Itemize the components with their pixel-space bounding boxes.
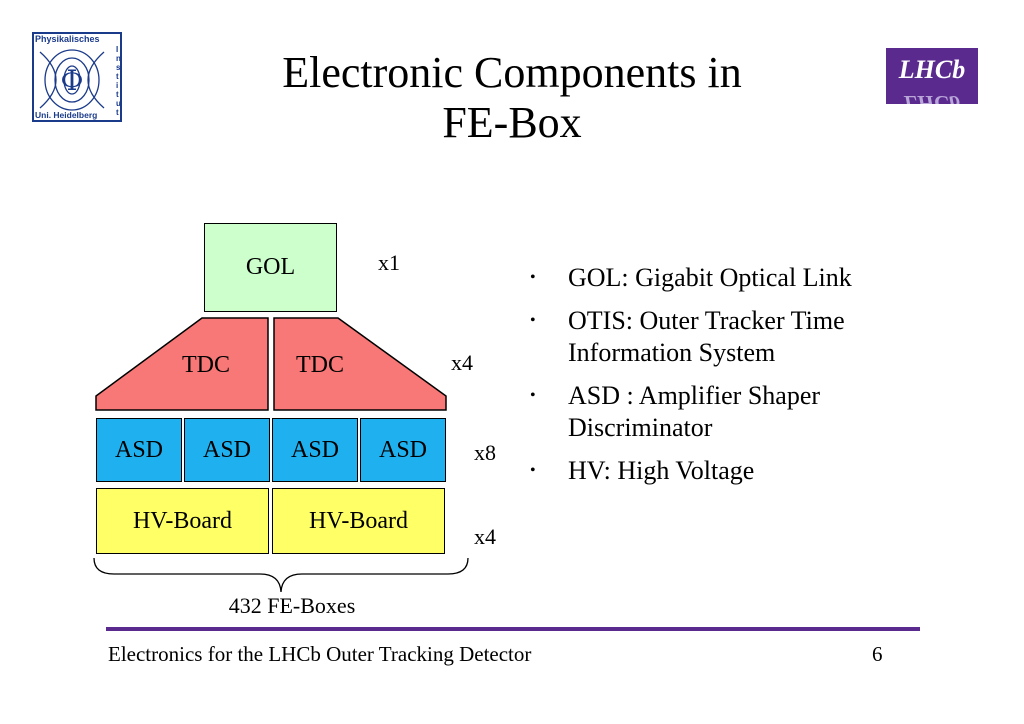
hv-board-label: HV-Board [132, 507, 233, 534]
logo-side-text: Ins tit ut [116, 45, 121, 117]
asd-box-2: ASD [184, 418, 270, 482]
tdc-label-2: TDC [296, 352, 344, 378]
svg-text:I: I [116, 45, 118, 54]
svg-text:s: s [116, 63, 121, 72]
page-number: 6 [872, 642, 883, 666]
tdc-multiplier: x4 [451, 350, 473, 375]
bullet-marker: • [530, 387, 536, 404]
asd-box-1: ASD [96, 418, 182, 482]
bullet-text: OTIS: Outer Tracker Time Information Sys… [568, 306, 845, 367]
tdc-left-shape [95, 317, 269, 411]
asd-label: ASD [290, 436, 339, 463]
tdc-label-1: TDC [182, 352, 230, 378]
bullet-item: • GOL: Gigabit Optical Link [530, 262, 970, 294]
bullet-marker: • [530, 462, 536, 479]
svg-text:t: t [116, 108, 119, 117]
bullet-marker: • [530, 312, 536, 329]
bullet-marker: • [530, 269, 536, 286]
gol-box: GOL [204, 223, 337, 312]
lhcb-logo-text: LHCb [898, 55, 965, 84]
bullet-item: • HV: High Voltage [530, 455, 970, 487]
asd-box-4: ASD [360, 418, 446, 482]
svg-text:u: u [116, 99, 121, 108]
field-lines-icon [39, 49, 105, 111]
svg-text:t: t [116, 90, 119, 99]
phi-symbol: Φ [61, 64, 84, 97]
physikalisches-institut-logo: Physikalisches Uni. Heidelberg Ins tit u… [32, 32, 122, 122]
brace-icon [93, 557, 469, 593]
footer-divider [106, 627, 920, 631]
slide-title: Electronic Components in FE-Box [180, 48, 844, 148]
asd-label: ASD [114, 436, 163, 463]
asd-box-3: ASD [272, 418, 358, 482]
lhcb-logo: LHCb LHCb [886, 48, 978, 104]
lhcb-logo-reflection: LHCb [903, 91, 960, 104]
bullet-list: • GOL: Gigabit Optical Link • OTIS: Outer … [530, 262, 970, 498]
slide-title-line-2: FE-Box [442, 98, 582, 147]
hv-board-box-1: HV-Board [96, 488, 269, 554]
svg-text:t: t [116, 72, 119, 81]
hv-multiplier: x4 [474, 524, 496, 549]
asd-label: ASD [378, 436, 427, 463]
svg-text:i: i [116, 81, 118, 90]
bullet-text: GOL: Gigabit Optical Link [568, 263, 852, 292]
hv-board-box-2: HV-Board [272, 488, 445, 554]
fe-box-count: 432 FE-Boxes [228, 593, 356, 618]
bullet-text: ASD : Amplifier Shaper Discriminator [568, 381, 821, 442]
tdc-right-shape [273, 317, 447, 411]
asd-label: ASD [202, 436, 251, 463]
hv-board-label: HV-Board [308, 507, 409, 534]
gol-label: GOL [245, 254, 296, 280]
logo-top-text: Physikalisches [35, 34, 100, 44]
tdc-shapes [95, 317, 447, 411]
logo-bottom-text: Uni. Heidelberg [35, 110, 97, 120]
gol-multiplier: x1 [378, 250, 400, 275]
bullet-item: • OTIS: Outer Tracker Time Information Sy… [530, 305, 970, 369]
asd-multiplier: x8 [474, 440, 496, 465]
footer-text: Electronics for the LHCb Outer Tracking … [108, 642, 532, 666]
bullet-text: HV: High Voltage [568, 456, 755, 485]
bullet-item: • ASD : Amplifier Shaper Discriminator [530, 380, 970, 444]
slide-title-line-1: Electronic Components in [282, 48, 742, 97]
svg-text:n: n [116, 54, 121, 63]
